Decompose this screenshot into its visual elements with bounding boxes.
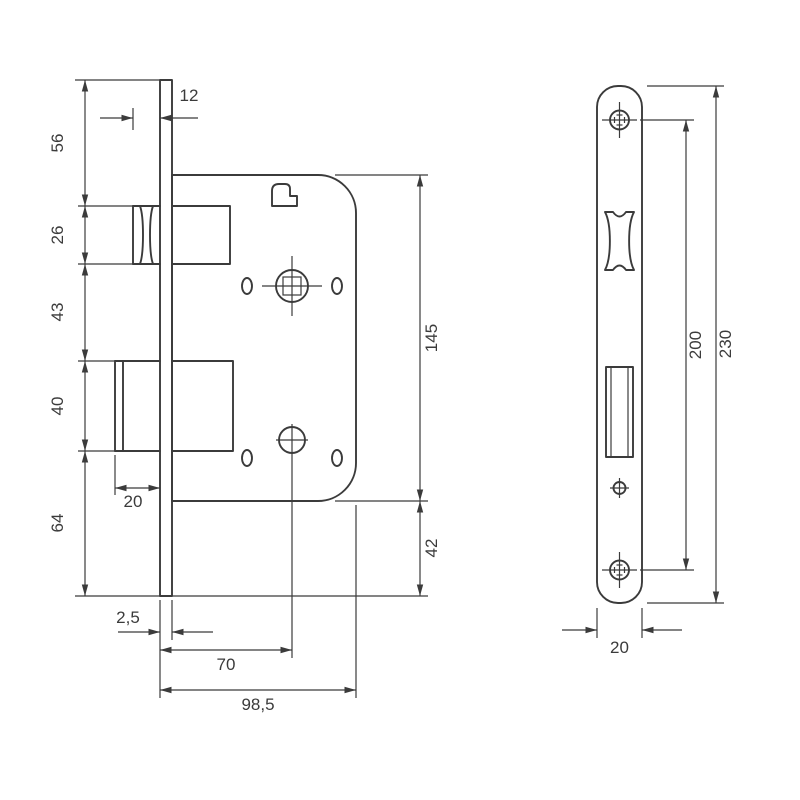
side-view-dimensions: 56 26 43 40 64 12 20 145 42 [48, 79, 441, 714]
fixing-holes-lower [241, 449, 343, 467]
dim-98-5-label: 98,5 [241, 695, 274, 714]
dim-64-label: 64 [48, 514, 67, 533]
latch-cutout [604, 211, 635, 271]
deadbolt-cutout [605, 366, 634, 458]
side-view: 56 26 43 40 64 12 20 145 42 [48, 79, 441, 714]
dim-230-label: 230 [716, 330, 735, 358]
dim-40-label: 40 [48, 397, 67, 416]
dim-2-5-label: 2,5 [116, 608, 140, 627]
spindle-follower [262, 256, 322, 316]
dim-26-label: 26 [48, 226, 67, 245]
faceplate-front [596, 85, 643, 604]
dim-200-label: 200 [686, 331, 705, 359]
front-view-dimensions: 200 230 20 [562, 85, 735, 657]
dim-20-throw-label: 20 [124, 492, 143, 511]
lock-case [171, 174, 357, 502]
faceplate-side [159, 79, 173, 597]
dim-12-label: 12 [180, 86, 199, 105]
latch-bolt [132, 205, 231, 265]
latch-stop-detail [271, 183, 298, 207]
deadbolt [114, 360, 234, 452]
screw-hole-bottom [602, 552, 637, 588]
dim-56-label: 56 [48, 134, 67, 153]
dim-20-width-label: 20 [610, 638, 629, 657]
fixing-holes-upper [241, 277, 343, 295]
dim-145-label: 145 [422, 324, 441, 352]
front-view: 200 230 20 [562, 85, 735, 657]
dim-70-label: 70 [217, 655, 236, 674]
dim-43-label: 43 [48, 303, 67, 322]
dim-42-label: 42 [422, 539, 441, 558]
adjuster-hole [610, 478, 629, 498]
screw-hole-top [602, 102, 637, 138]
